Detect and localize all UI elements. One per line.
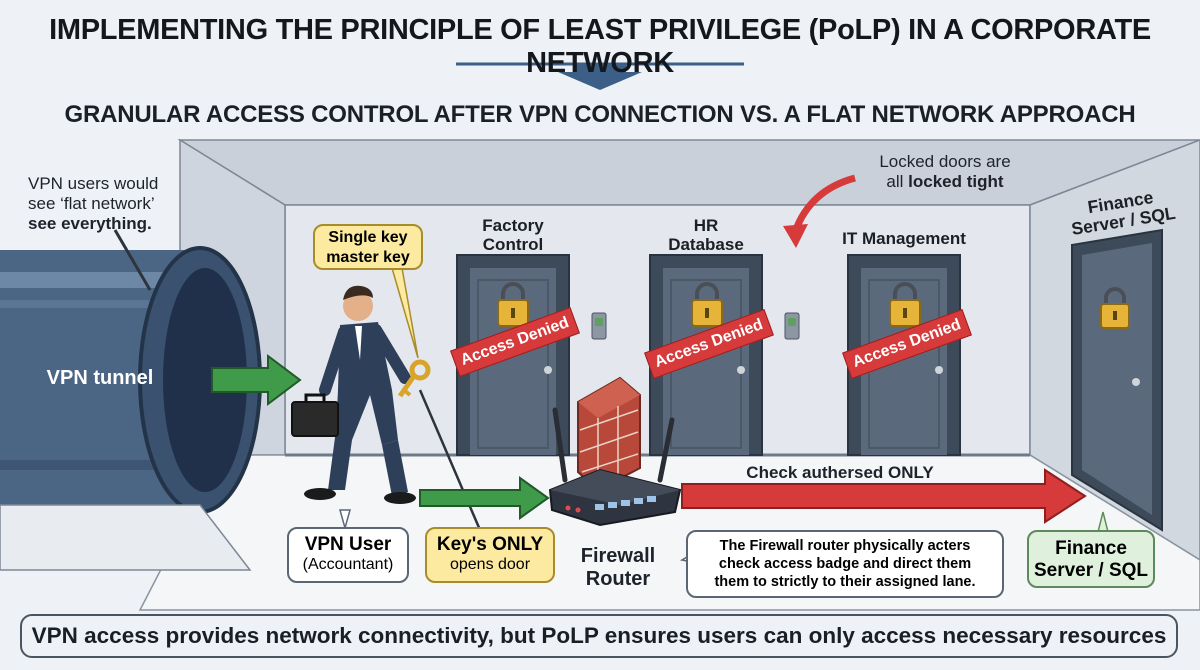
flat-note-line: see ‘flat network’ [28,194,155,213]
door-label-line: IT Management [842,229,966,248]
firewall-router-label: Firewall Router [560,545,676,591]
locked-note-arrow [791,174,856,234]
flat-note-pointer [113,229,152,291]
firewall-label-line: Firewall [580,545,656,567]
door-finance-server [1071,228,1163,532]
vpn-tunnel [0,246,262,571]
door-label-it-management: IT Management [828,229,980,248]
firewall-label-line: Router [585,568,651,590]
firewall-note-callout: The Firewall router physically acters ch… [686,530,1004,598]
finance-box-line: Finance [1055,538,1127,559]
master-key-line: Single key [328,229,408,246]
door-label-line: HR [693,216,719,235]
firewall-note-line: check access badge and direct them [718,556,972,572]
ceiling [177,139,1200,206]
key-only-title: Key's ONLY [436,534,544,555]
door-label-factory-control: Factory Control [452,216,574,254]
firewall-note-line: them to strictly to their assigned lane. [714,574,976,590]
vpn-tunnel-label: VPN tunnel [46,367,154,389]
authorized-route-label: Check authersed ONLY [746,463,934,482]
authorized-route-arrow [681,468,1087,524]
to-router-arrow [419,476,550,520]
vpn-user-pointer [339,509,351,531]
page-subtitle: GRANULAR ACCESS CONTROL AFTER VPN CONNEC… [64,101,1136,128]
master-key-line: master key [326,249,410,266]
finance-server-callout: Finance Server / SQL [1027,530,1155,588]
locked-note-prefix: all [886,172,909,191]
flat-note-line: VPN users would [28,174,159,193]
badge-reader-light [788,318,796,326]
locked-note-line: Locked doors are [879,152,1011,171]
door-label-line: Database [668,235,744,254]
padlock-icon [889,282,921,327]
door-label-line: Control [482,235,544,254]
tunnel-exit-arrow [211,354,302,406]
vpn-user-role: (Accountant) [302,556,394,573]
firewall-note-line: The Firewall router physically acters [719,538,971,554]
padlock-icon [1100,287,1130,329]
master-key-callout: Single key master key [313,224,423,270]
key-only-callout: Key's ONLY opens door [425,527,555,583]
key-icon [397,359,431,398]
door-label-line: Factory [482,216,544,235]
header-down-arrow [558,64,642,90]
page-title: IMPLEMENTING THE PRINCIPLE OF LEAST PRIV… [49,14,1151,79]
padlock-icon [497,282,529,327]
vpn-user-callout: VPN User (Accountant) [287,527,409,583]
finance-box-line: Server / SQL [1033,560,1149,581]
businessman-figure [291,285,416,504]
locked-note-emphasis: locked tight [908,172,1004,191]
flat-network-note: VPN users would see ‘flat network’ see e… [28,174,188,234]
key-only-subtitle: opens door [449,556,531,573]
vpn-user-title: VPN User [304,534,392,555]
flat-note-emphasis: see everything. [28,214,152,233]
locked-doors-note: Locked doors are all locked tight [850,152,1040,192]
door-label-hr-database: HR Database [645,216,767,254]
badge-reader-light [595,318,603,326]
locked-note-arrowhead [783,224,808,248]
firewall-router-icon [548,376,682,527]
padlock-icon [691,282,723,327]
summary-banner: VPN access provides network connectivity… [20,614,1178,658]
